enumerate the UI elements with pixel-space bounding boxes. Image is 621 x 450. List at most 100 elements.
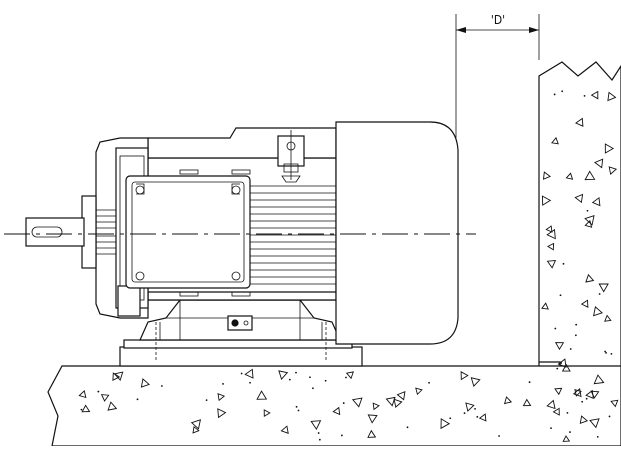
aggregate-stone (545, 225, 553, 233)
aggregate-stone (561, 363, 571, 372)
aggregate-stone (562, 435, 571, 442)
aggregate-stone (256, 390, 268, 400)
aggregate-grain (80, 408, 83, 411)
aggregate-stone (589, 418, 600, 429)
aggregate-stone (78, 390, 87, 399)
aggregate-stone (113, 371, 124, 381)
aggregate-stone (541, 195, 552, 206)
aggregate-grain (575, 323, 578, 326)
aggregate-grain (598, 293, 601, 295)
aggregate-stone (593, 374, 605, 385)
aggregate-stone (385, 396, 396, 407)
aggregate-stone (372, 402, 380, 411)
aggregate-grain (569, 431, 571, 433)
aggregate-stone (565, 172, 574, 180)
aggregate-stone (546, 242, 555, 251)
aggregate-stone (263, 409, 271, 417)
aggregate-grain (318, 438, 321, 441)
aggregate-stone (598, 283, 609, 293)
aggregate-stone (415, 387, 423, 396)
aggregate-grain (474, 408, 476, 410)
aggregate-grain (295, 405, 298, 408)
aggregate-grain (574, 334, 577, 337)
aggregate-stone (478, 413, 487, 422)
aggregate-stone (470, 377, 481, 387)
aggregate-grain (222, 383, 224, 385)
terminal-box (125, 175, 251, 289)
aggregate-stone (100, 394, 110, 402)
aggregate-grain (295, 371, 297, 374)
aggregate-grain (205, 399, 208, 402)
aggregate-stone (604, 143, 614, 154)
aggregate-grain (605, 351, 607, 354)
aggregate-stone (460, 371, 469, 381)
aggregate-stone (608, 166, 618, 175)
dimension-label: 'D' (491, 13, 505, 27)
aggregate-grain (97, 390, 100, 393)
aggregate-grain (604, 350, 607, 353)
aggregate-grain (559, 294, 562, 297)
aggregate-stone (345, 371, 354, 380)
aggregate-grain (340, 434, 343, 437)
aggregate-grain (297, 409, 300, 412)
aggregate-stone (590, 390, 600, 399)
aggregate-grain (309, 376, 311, 379)
aggregate-stone (574, 117, 584, 127)
aggregate-stone (440, 418, 451, 430)
fan-cover (335, 121, 459, 345)
aggregate-grain (240, 372, 243, 375)
aggregate-grain (581, 400, 584, 403)
aggregate-stone (367, 429, 377, 438)
aggregate-stone (610, 399, 619, 408)
aggregate-stone (593, 306, 603, 317)
aggregate-grain (160, 385, 163, 387)
aggregate-grain (596, 435, 599, 438)
aggregate-grain (610, 352, 613, 355)
aggregate-grain (554, 327, 557, 330)
aggregate-grain (311, 387, 314, 390)
aggregate-stone (244, 368, 254, 379)
aggregate-grain (317, 432, 320, 434)
aggregate-grain (136, 398, 139, 401)
dimension-d: 'D' (455, 13, 540, 138)
aggregate-grain (550, 427, 552, 429)
aggregate-stone (465, 402, 475, 412)
aggregate-stone (572, 387, 582, 398)
aggregate-grain (561, 90, 564, 93)
aggregate-grain (463, 412, 466, 415)
aggregate-stone (190, 419, 202, 430)
aggregate-stone (367, 414, 378, 424)
cooling-fins (250, 185, 336, 285)
aggregate-stone (590, 90, 599, 100)
aggregate-stone (310, 420, 322, 430)
aggregate-grain (342, 402, 345, 404)
aggregate-stone (278, 370, 289, 380)
aggregate-stone (192, 425, 200, 434)
aggregate-grain (586, 209, 589, 212)
aggregate-grain (528, 381, 531, 384)
lifting-eye (277, 130, 305, 183)
aggregate-stone (604, 314, 612, 322)
aggregate-stone (522, 398, 532, 407)
aggregate-stone (585, 273, 595, 283)
aggregate-stone (554, 387, 563, 396)
aggregate-grain (345, 376, 347, 379)
aggregate-grain (288, 378, 291, 381)
aggregate-stone (552, 407, 560, 416)
aggregate-grain (583, 94, 586, 97)
aggregate-stone (594, 158, 604, 169)
aggregate-grain (498, 435, 500, 437)
motor-feet (139, 299, 341, 362)
concrete-floor (47, 362, 621, 447)
aggregate-stone (591, 196, 601, 207)
aggregate-stone (393, 398, 403, 408)
aggregate-grain (406, 426, 409, 429)
aggregate-stone (554, 342, 565, 351)
aggregate-stone (580, 299, 589, 308)
aggregate-stone (112, 372, 121, 381)
aggregate-stone (396, 390, 406, 401)
aggregate-grain (566, 411, 569, 414)
aggregate-grain (476, 415, 479, 418)
aggregate-stone (217, 408, 227, 419)
